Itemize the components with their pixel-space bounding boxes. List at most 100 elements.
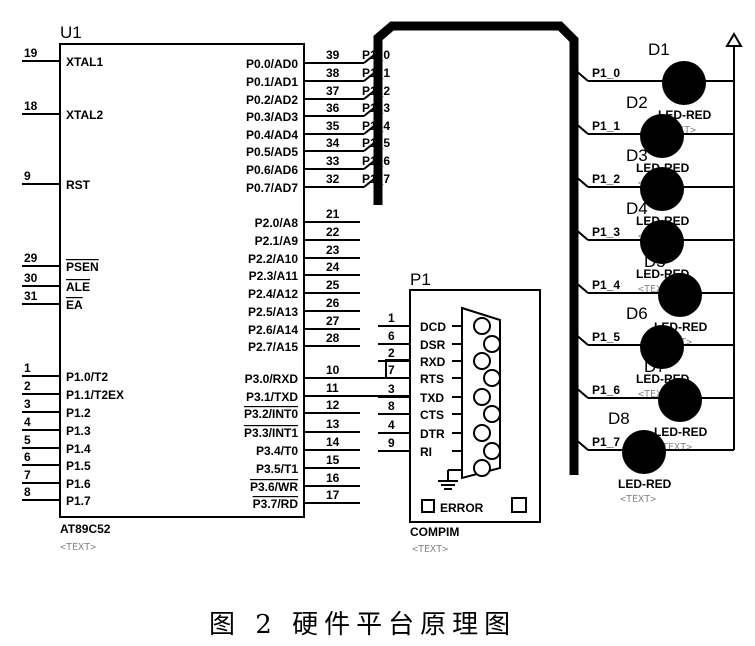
bus-entry — [573, 332, 589, 346]
led-net-label: P1_1 — [592, 119, 620, 133]
u1-pin-number: 27 — [326, 314, 340, 328]
led-ref: D6 — [626, 304, 648, 323]
u1-pin-number: 35 — [326, 119, 340, 133]
led-icon — [658, 378, 702, 422]
u1-pin-name: P3.4/T0 — [256, 444, 298, 458]
u1-pin-name: ALE — [66, 280, 90, 294]
p1-error-label: ERROR — [440, 501, 484, 515]
u1-pin-number: 2 — [24, 379, 31, 393]
bus-net-label: P1_5 — [362, 136, 390, 150]
led-icon — [640, 325, 684, 369]
u1-pin-name: P1.1/T2EX — [66, 388, 124, 402]
p1-pin-number: 1 — [388, 311, 395, 325]
u1-pin-name: P0.0/AD0 — [246, 57, 298, 71]
bus-entry — [363, 178, 375, 188]
u1-pin-number: 39 — [326, 48, 340, 62]
u1-text-placeholder: <TEXT> — [60, 542, 96, 553]
u1-pin-name: P0.6/AD6 — [246, 163, 298, 177]
u1-pin-name: P1.2 — [66, 406, 91, 420]
u1-ref: U1 — [60, 23, 82, 42]
db9-pin-hole — [473, 352, 491, 370]
bus-net-label: P1_6 — [362, 154, 390, 168]
p1-pin-number: 8 — [388, 399, 395, 413]
bus-entry — [573, 280, 589, 294]
u1-pin-number: 37 — [326, 84, 340, 98]
u1-left-pins: 19XTAL118XTAL29RST29PSEN30ALE31EA1P1.0/T… — [22, 46, 124, 508]
u1-pin-name: P1.6 — [66, 477, 91, 491]
u1-pin-name: XTAL2 — [66, 108, 103, 122]
u1-pin-name: P0.1/AD1 — [246, 75, 298, 89]
bus-entry — [363, 90, 375, 100]
u1-pin-name: P0.5/AD5 — [246, 145, 298, 159]
led-ref: D8 — [608, 409, 630, 428]
u1-pin-number: 9 — [24, 169, 31, 183]
u1-pin-number: 23 — [326, 243, 340, 257]
led-net-label: P1_3 — [592, 225, 620, 239]
u1-pin-number: 30 — [24, 271, 38, 285]
led-net-label: P1_2 — [592, 172, 620, 186]
u1-pin-name: P0.2/AD2 — [246, 93, 298, 107]
led-array: D1LED-RED<TEXT>D2LED-RED<TEXT>D3LED-RED<… — [608, 40, 734, 505]
p1-pin-number: 2 — [388, 346, 395, 360]
p1-body — [409, 289, 541, 523]
p1-text-placeholder: <TEXT> — [412, 544, 448, 555]
bus-right-entries: P1_0P1_1P1_2P1_3P1_4P1_5P1_6P1_7 — [573, 66, 664, 451]
u1-pin-name: P3.5/T1 — [256, 462, 298, 476]
p1-pin-number: 9 — [388, 436, 395, 450]
p0-bus — [373, 21, 579, 475]
db9-pin-hole — [483, 369, 501, 387]
db9-pin-hole — [483, 335, 501, 353]
u1-pin-number: 34 — [326, 136, 340, 150]
u1-pin-name: P1.0/T2 — [66, 370, 108, 384]
bus-entry — [363, 107, 375, 117]
db9-pin-hole — [473, 459, 491, 477]
u1-pin-name: PSEN — [66, 260, 99, 274]
bus-entry — [363, 54, 375, 64]
bus-left-entries: P1_0P1_1P1_2P1_3P1_4P1_5P1_6P1_7 — [362, 48, 390, 188]
bus-net-label: P1_4 — [362, 119, 390, 133]
led-icon — [662, 61, 706, 105]
u1-pin-number: 13 — [326, 417, 340, 431]
p1-pin-number: 4 — [388, 418, 395, 432]
u1-pin-name: P2.1/A9 — [255, 234, 299, 248]
u1-pin-name: P2.4/A12 — [248, 287, 298, 301]
db9-pin-hole — [473, 424, 491, 442]
u1-pin-number: 4 — [24, 415, 31, 429]
u1-pin-number: 18 — [24, 99, 38, 113]
p1-pin-number: 6 — [388, 329, 395, 343]
p1-pin-name: RXD — [420, 355, 446, 369]
u1-pin-name: P3.7/RD — [253, 497, 299, 511]
db9-pin-hole — [473, 317, 491, 335]
p1-error-box-left — [421, 499, 435, 513]
u1-pin-number: 21 — [326, 207, 340, 221]
bus-entry — [363, 160, 375, 170]
u1-pin-number: 36 — [326, 101, 340, 115]
u1-pin-number: 3 — [24, 397, 31, 411]
p1-pin-name: CTS — [420, 408, 444, 422]
u1-pin-number: 26 — [326, 296, 340, 310]
u1-pin-number: 29 — [24, 251, 38, 265]
ground-icon — [438, 469, 462, 490]
u1-pin-name: P1.7 — [66, 494, 91, 508]
bus-entry — [573, 227, 589, 241]
u1-pin-number: 17 — [326, 488, 340, 502]
led-icon — [640, 114, 684, 158]
u1-part: AT89C52 — [60, 522, 111, 536]
bus-net-label: P1_1 — [362, 66, 390, 80]
led-text-placeholder: <TEXT> — [638, 389, 674, 400]
bus-entry — [573, 68, 589, 82]
u1-pin-number: 25 — [326, 278, 340, 292]
u1-pin-name: EA — [66, 298, 83, 312]
led-net-label: P1_6 — [592, 383, 620, 397]
led-ref: D5 — [644, 252, 666, 271]
led-net-label: P1_7 — [592, 435, 620, 449]
u1-body — [59, 43, 305, 518]
u1-pin-number: 7 — [24, 468, 31, 482]
led-net-label: P1_4 — [592, 278, 620, 292]
u1-pin-number: 28 — [326, 331, 340, 345]
p1-pin-name: RTS — [420, 372, 444, 386]
led-text-placeholder: <TEXT> — [638, 284, 674, 295]
u1-pin-name: P3.3/INT1 — [244, 426, 298, 440]
